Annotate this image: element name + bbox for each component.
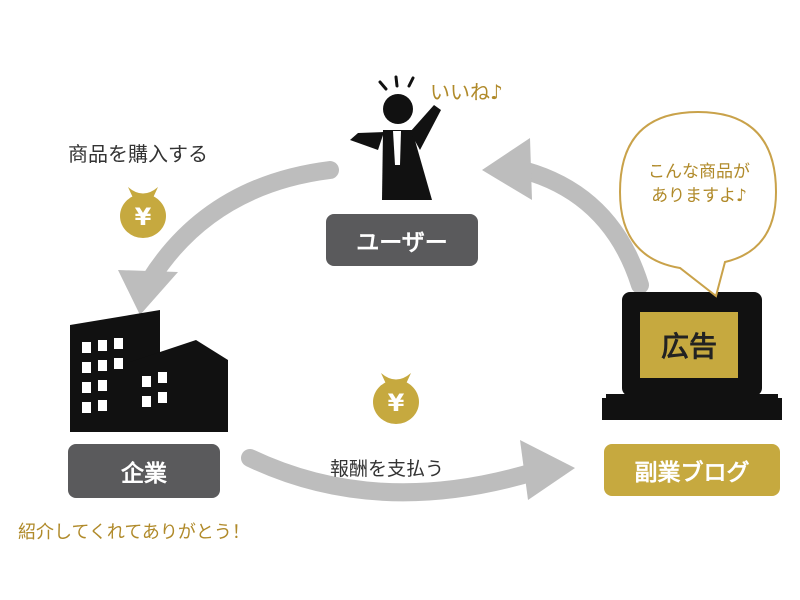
arrow-user-to-company (118, 161, 339, 315)
company-thanks-text: 紹介してくれてありがとう！ (18, 522, 250, 543)
company-label-box: 企業 (68, 444, 220, 498)
company-building-icon (70, 310, 228, 432)
money-bag-icon: ¥ (120, 187, 166, 238)
purchase-label: 商品を購入する (68, 142, 208, 166)
user-reaction-text: いいね♪ (430, 80, 503, 104)
yen-symbol: ¥ (388, 389, 405, 417)
blog-label: 副業ブログ (634, 460, 750, 486)
money-bag-icon: ¥ (373, 373, 419, 424)
laptop-icon (602, 292, 782, 420)
speech-line-1: こんな商品が (648, 162, 750, 182)
company-label: 企業 (121, 461, 167, 487)
speech-line-2: ありますよ♪ (651, 186, 747, 206)
yen-symbol: ¥ (135, 203, 152, 231)
arrow-blog-to-user (482, 138, 649, 294)
payment-label: 報酬を支払う (330, 458, 445, 480)
user-label-box: ユーザー (326, 214, 478, 266)
blog-label-box: 副業ブログ (604, 444, 780, 496)
speech-bubble-text: こんな商品が ありますよ♪ (636, 160, 762, 208)
laptop-screen-text: 広告 (660, 330, 717, 363)
user-label: ユーザー (356, 230, 448, 256)
arrow-company-to-blog (241, 440, 575, 502)
speech-bubble (618, 110, 778, 298)
cheering-person-icon (350, 75, 441, 200)
